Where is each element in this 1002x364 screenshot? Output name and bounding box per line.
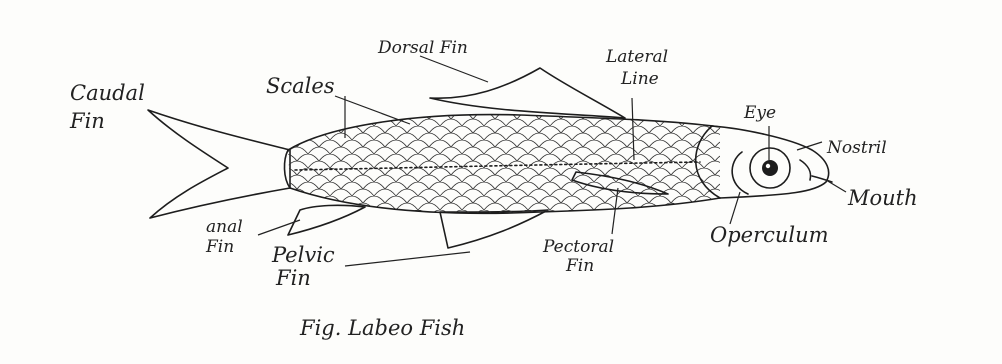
label-caudal: Caudal <box>70 81 145 105</box>
label-operculum: Operculum <box>710 223 829 247</box>
label-pelvic: Pelvic <box>271 243 335 267</box>
caudal-fin-drawing <box>148 110 290 218</box>
label-line: Line <box>620 69 659 89</box>
label-caudal-fin: Fin <box>69 109 105 133</box>
label-lateral: Lateral <box>605 47 668 67</box>
label-mouth: Mouth <box>847 186 918 210</box>
label-eye: Eye <box>743 103 776 123</box>
label-nostril: Nostril <box>826 138 887 158</box>
figure-caption: Fig. Labeo Fish <box>299 316 465 340</box>
pelvic-fin-drawing <box>440 210 548 248</box>
label-dorsal-fin: Dorsal Fin <box>377 38 468 58</box>
label-pectoral-fin: Fin <box>565 256 594 276</box>
label-pectoral: Pectoral <box>542 237 614 257</box>
label-anal-fin: Fin <box>205 237 234 257</box>
label-pelvic-fin: Fin <box>275 266 311 290</box>
label-anal: anal <box>206 217 243 237</box>
dorsal-fin-drawing <box>430 68 625 118</box>
label-scales: Scales <box>266 74 335 98</box>
